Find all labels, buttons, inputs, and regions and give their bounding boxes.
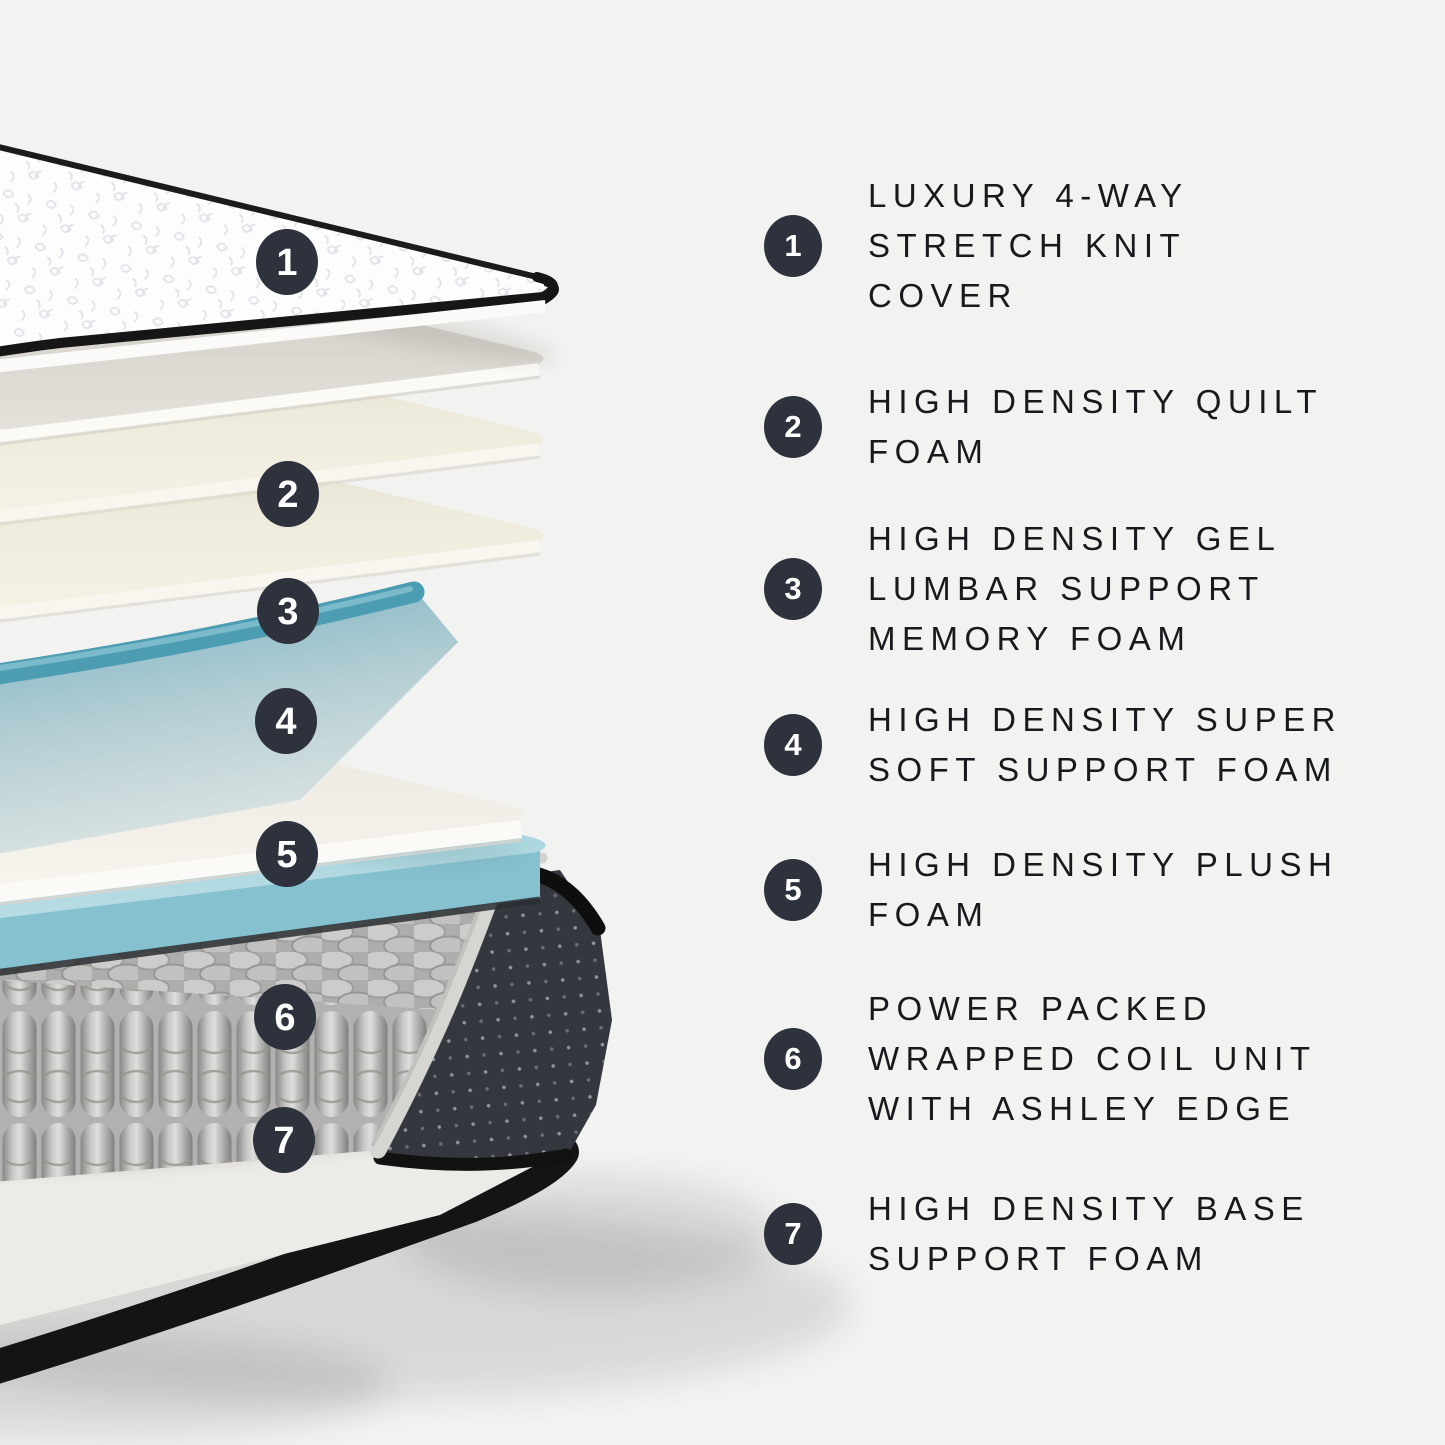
bottom-piping [0, 1135, 579, 1384]
legend-label-7: HIGH DENSITY BASE SUPPORT FOAM [868, 1190, 1310, 1277]
legend-badge-4: 4 [764, 714, 822, 776]
svg-text:3: 3 [277, 591, 298, 633]
svg-text:4: 4 [275, 701, 296, 743]
svg-text:6: 6 [274, 997, 295, 1039]
diagram-badges: 1 2 3 4 5 6 7 [253, 229, 319, 1173]
svg-text:7: 7 [273, 1120, 294, 1162]
legend-badge-5: 5 [764, 859, 822, 921]
layer-gel-memory-foam [0, 581, 458, 854]
legend-badge-2: 2 [764, 396, 822, 458]
legend-item-1: 1 LUXURY 4-WAY STRETCH KNIT COVER [764, 171, 1189, 321]
legend-badge-7: 7 [764, 1203, 822, 1265]
svg-text:1: 1 [276, 242, 297, 284]
edge-bottom-piping [373, 1148, 573, 1171]
legend-item-2: 2 HIGH DENSITY QUILT FOAM [764, 377, 1323, 477]
diagram-badge-4: 4 [255, 688, 317, 754]
diagram-badge-5: 5 [256, 821, 318, 887]
legend-label-4: HIGH DENSITY SUPER SOFT SUPPORT FOAM [868, 701, 1342, 788]
legend-item-4: 4 HIGH DENSITY SUPER SOFT SUPPORT FOAM [764, 695, 1342, 795]
diagram-badge-1: 1 [256, 229, 318, 295]
legend-label-5: HIGH DENSITY PLUSH FOAM [868, 846, 1339, 933]
cover-side-band [0, 300, 546, 373]
diagram-badge-7: 7 [253, 1107, 315, 1173]
legend-item-5: 5 HIGH DENSITY PLUSH FOAM [764, 840, 1338, 940]
cover-piping-top [0, 144, 538, 280]
legend-label-2: HIGH DENSITY QUILT FOAM [868, 383, 1323, 470]
diagram-badge-6: 6 [254, 984, 316, 1050]
legend-label-6: POWER PACKED WRAPPED COIL UNIT WITH ASHL… [868, 990, 1317, 1127]
fabric-dot-pattern [380, 870, 612, 1165]
gel-edge [0, 581, 425, 685]
legend-label-1: LUXURY 4-WAY STRETCH KNIT COVER [868, 177, 1189, 314]
legend-item-3: 3 HIGH DENSITY GEL LUMBAR SUPPORT MEMORY… [764, 514, 1281, 664]
legend-badge-3: 3 [764, 558, 822, 620]
diagram-badge-3: 3 [257, 578, 319, 644]
svg-text:2: 2 [277, 474, 298, 516]
legend-label-3: HIGH DENSITY GEL LUMBAR SUPPORT MEMORY F… [868, 520, 1282, 657]
diagram-badge-2: 2 [257, 461, 319, 527]
legend-badge-1: 1 [764, 215, 822, 277]
coil-springs [0, 980, 440, 1182]
legend-item-6: 6 POWER PACKED WRAPPED COIL UNIT WITH AS… [764, 984, 1316, 1134]
legend-item-7: 7 HIGH DENSITY BASE SUPPORT FOAM [764, 1184, 1310, 1284]
legend-badge-6: 6 [764, 1028, 822, 1090]
svg-text:5: 5 [276, 834, 297, 876]
